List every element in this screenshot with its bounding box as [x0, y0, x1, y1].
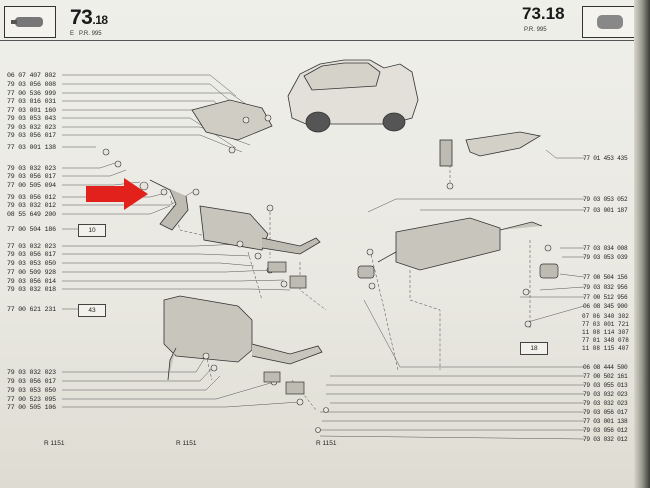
next-page-thumbnail-image [597, 15, 623, 29]
part-number: 79 03 032 012 [7, 202, 56, 209]
part-number: 77 03 032 023 [7, 243, 56, 250]
part-number: 79 03 032 023 [7, 369, 56, 376]
part-number: 77 01 453 435 [583, 155, 628, 162]
part-number: 06 08 444 500 [583, 364, 628, 371]
part-number: 11 08 115 407 [582, 345, 629, 352]
highlight-arrow [86, 178, 148, 210]
part-number: 79 03 053 050 [7, 387, 56, 394]
reference-box: 18 [520, 342, 548, 355]
tail-pipe-inset [439, 131, 542, 167]
header-thumbnail [4, 6, 56, 38]
footer-model-2: R 1151 [176, 440, 197, 447]
next-page-number: 73.18 [522, 4, 565, 23]
part-number: 79 03 053 043 [7, 115, 56, 122]
part-number: 77 00 509 928 [7, 269, 56, 276]
part-number: 06 07 407 802 [7, 72, 56, 79]
part-number: 77 00 504 156 [583, 274, 628, 281]
part-number: 06 08 345 900 [583, 303, 628, 310]
part-number: 77 00 502 161 [583, 373, 628, 380]
part-number: 77 03 001 138 [7, 144, 56, 151]
part-number: 07 06 340 302 [582, 313, 629, 320]
assembly-guides [169, 140, 531, 411]
front-exhaust-pipe [149, 179, 321, 255]
part-number: 79 03 055 013 [583, 382, 628, 389]
part-number: 77 03 001 721 [582, 321, 629, 328]
part-number: 77 00 523 095 [7, 396, 56, 403]
part-number: 77 03 016 031 [7, 98, 56, 105]
part-number: 79 03 056 012 [583, 427, 628, 434]
page-number: 73.18 [70, 6, 108, 29]
footer-model-1: R 1151 [44, 440, 65, 447]
part-number: 77 03 001 187 [583, 207, 628, 214]
part-number: 79 03 056 017 [583, 409, 628, 416]
part-number: 79 03 056 017 [7, 251, 56, 258]
car-silhouette [287, 59, 419, 133]
part-number: 08 55 649 200 [7, 211, 56, 218]
front-silencer [163, 295, 323, 381]
part-number: 77 00 536 999 [7, 90, 56, 97]
part-number: 79 03 053 052 [583, 196, 628, 203]
part-number: 79 03 056 008 [7, 81, 56, 88]
part-number: 77 00 505 106 [7, 404, 56, 411]
part-number: 79 03 032 956 [583, 284, 628, 291]
part-number: 77 00 505 094 [7, 182, 56, 189]
part-number: 11 08 114 307 [582, 329, 629, 336]
part-number: 77 03 001 138 [583, 418, 628, 425]
part-number: 79 03 032 012 [583, 436, 628, 443]
reference-box: 43 [78, 304, 106, 317]
part-number: 79 03 056 012 [7, 194, 56, 201]
header-strip [0, 0, 650, 41]
part-number: 79 03 053 050 [7, 260, 56, 267]
part-number: 79 03 032 018 [7, 286, 56, 293]
footer-model-3: R 1151 [316, 440, 337, 447]
part-number: 79 03 056 017 [7, 132, 56, 139]
heat-shield [191, 99, 273, 141]
page-edge [634, 0, 650, 488]
part-number: 79 03 032 023 [583, 391, 628, 398]
part-number: 79 03 056 017 [7, 173, 56, 180]
part-number: 79 03 056 014 [7, 278, 56, 285]
part-number: 79 03 032 023 [583, 400, 628, 407]
next-page-thumbnail [582, 6, 636, 38]
rubber-mounts [263, 261, 559, 395]
part-number: 79 03 056 017 [7, 378, 56, 385]
next-page-ref: P.R. 995 [524, 27, 547, 33]
header-edition: E P.R. 995 [70, 31, 102, 37]
rear-silencer [377, 217, 543, 271]
part-number: 77 03 034 008 [583, 245, 628, 252]
header-thumbnail-image [11, 17, 43, 27]
part-number: 79 03 032 023 [7, 165, 56, 172]
part-number: 77 00 504 186 [7, 226, 56, 233]
reference-box: 10 [78, 224, 106, 237]
part-number: 77 00 621 231 [7, 306, 56, 313]
part-number: 79 03 053 039 [583, 254, 628, 261]
fasteners [102, 114, 552, 433]
part-number: 79 03 032 023 [7, 124, 56, 131]
part-number: 77 01 348 078 [582, 337, 629, 344]
leader-lines [62, 74, 585, 440]
part-number: 77 03 001 160 [7, 107, 56, 114]
part-number: 77 00 512 956 [583, 294, 628, 301]
